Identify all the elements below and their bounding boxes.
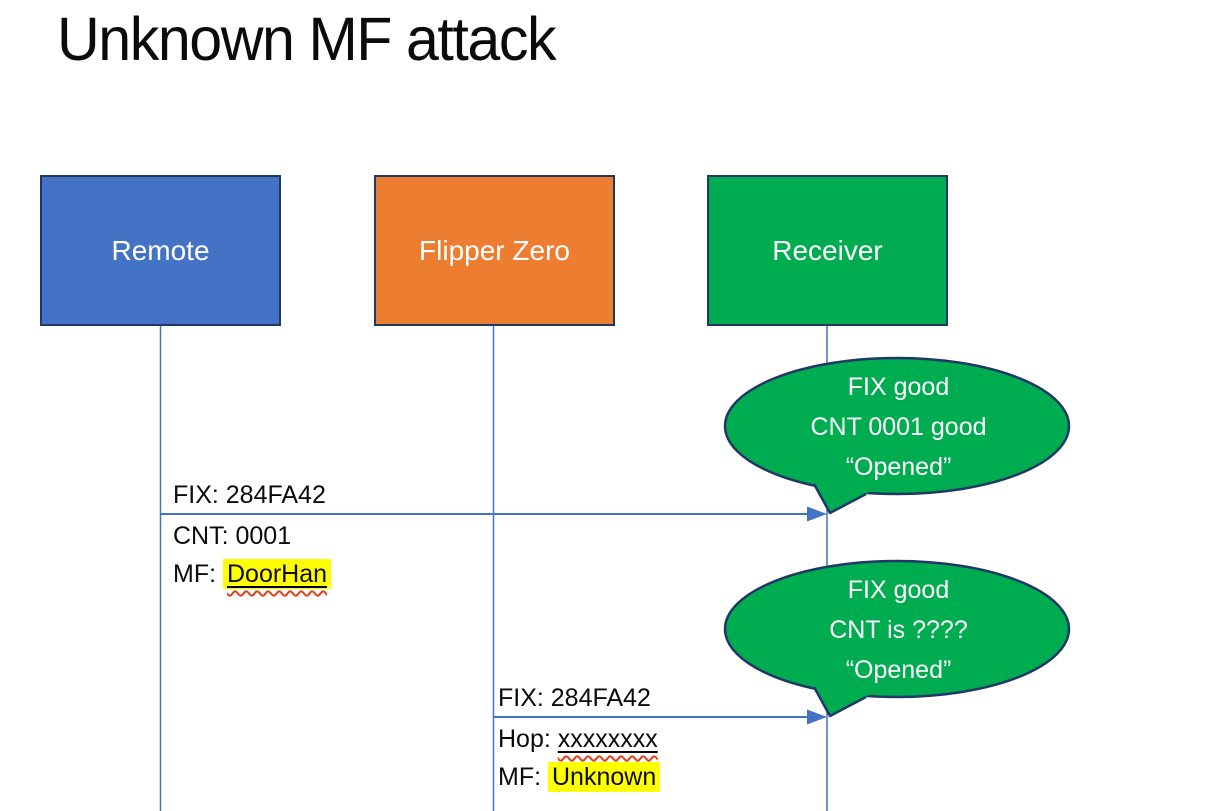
message-1-mf-line: MF: DoorHan	[173, 555, 332, 593]
callout-1-tail	[806, 470, 884, 513]
callout-1-ellipse	[723, 356, 1071, 496]
message-arrow-1-head	[807, 506, 827, 522]
message-1-mf-value: DoorHan	[227, 560, 328, 588]
callout-1-text: FIX good CNT 0001 good “Opened”	[727, 361, 1070, 493]
callout-1-line-3: “Opened”	[845, 453, 952, 481]
message-2-hop-prefix: Hop:	[498, 725, 558, 753]
callout-2-bubble	[723, 559, 1071, 718]
callout-2-tail	[806, 673, 884, 716]
callout-2-line-1: FIX good	[847, 576, 950, 604]
message-1-mf-prefix: MF:	[173, 560, 223, 588]
actor-label-receiver: Receiver	[772, 234, 883, 266]
slide-title: Unknown MF attack	[57, 5, 557, 73]
actor-label-remote: Remote	[111, 234, 210, 266]
message-1-label-above: FIX: 284FA42	[173, 480, 326, 510]
callout-2-line-2: CNT is ????	[829, 616, 968, 644]
message-2-label-below: Hop: xxxxxxxx MF: Unknown	[498, 720, 661, 796]
actor-label-flipper-zero: Flipper Zero	[419, 234, 570, 266]
callout-2-ellipse	[723, 559, 1071, 699]
actor-box-flipper-zero: Flipper Zero	[374, 175, 615, 326]
message-1-label-below: CNT: 0001 MF: DoorHan	[173, 517, 332, 593]
message-2-mf-prefix: MF:	[498, 763, 548, 791]
message-2-mf-line: MF: Unknown	[498, 758, 661, 796]
message-1-fix-text: FIX: 284FA42	[173, 481, 326, 509]
message-2-mf-value: Unknown	[548, 762, 661, 792]
message-arrow-2-head	[807, 709, 827, 725]
callout-1-bubble	[723, 356, 1071, 515]
actor-box-receiver: Receiver	[707, 175, 948, 326]
message-2-hop-line: Hop: xxxxxxxx	[498, 720, 660, 758]
callout-2-line-3: “Opened”	[845, 656, 952, 684]
callout-1-line-1: FIX good	[847, 373, 950, 401]
actor-box-remote: Remote	[40, 175, 281, 326]
callout-1-line-2: CNT 0001 good	[810, 413, 987, 441]
message-1-mf-highlight: DoorHan	[223, 559, 332, 589]
message-2-fix-text: FIX: 284FA42	[498, 684, 651, 712]
message-2-hop-spellcheck: xxxxxxxx	[558, 725, 658, 753]
callout-2-text: FIX good CNT is ???? “Opened”	[727, 564, 1070, 696]
callout-2-tail-outline	[812, 686, 867, 718]
message-1-cnt-text: CNT: 0001	[173, 522, 292, 550]
callout-1-tail-outline	[812, 483, 867, 515]
message-2-label-above: FIX: 284FA42	[498, 683, 651, 713]
message-2-hop-value: xxxxxxxx	[557, 725, 658, 753]
